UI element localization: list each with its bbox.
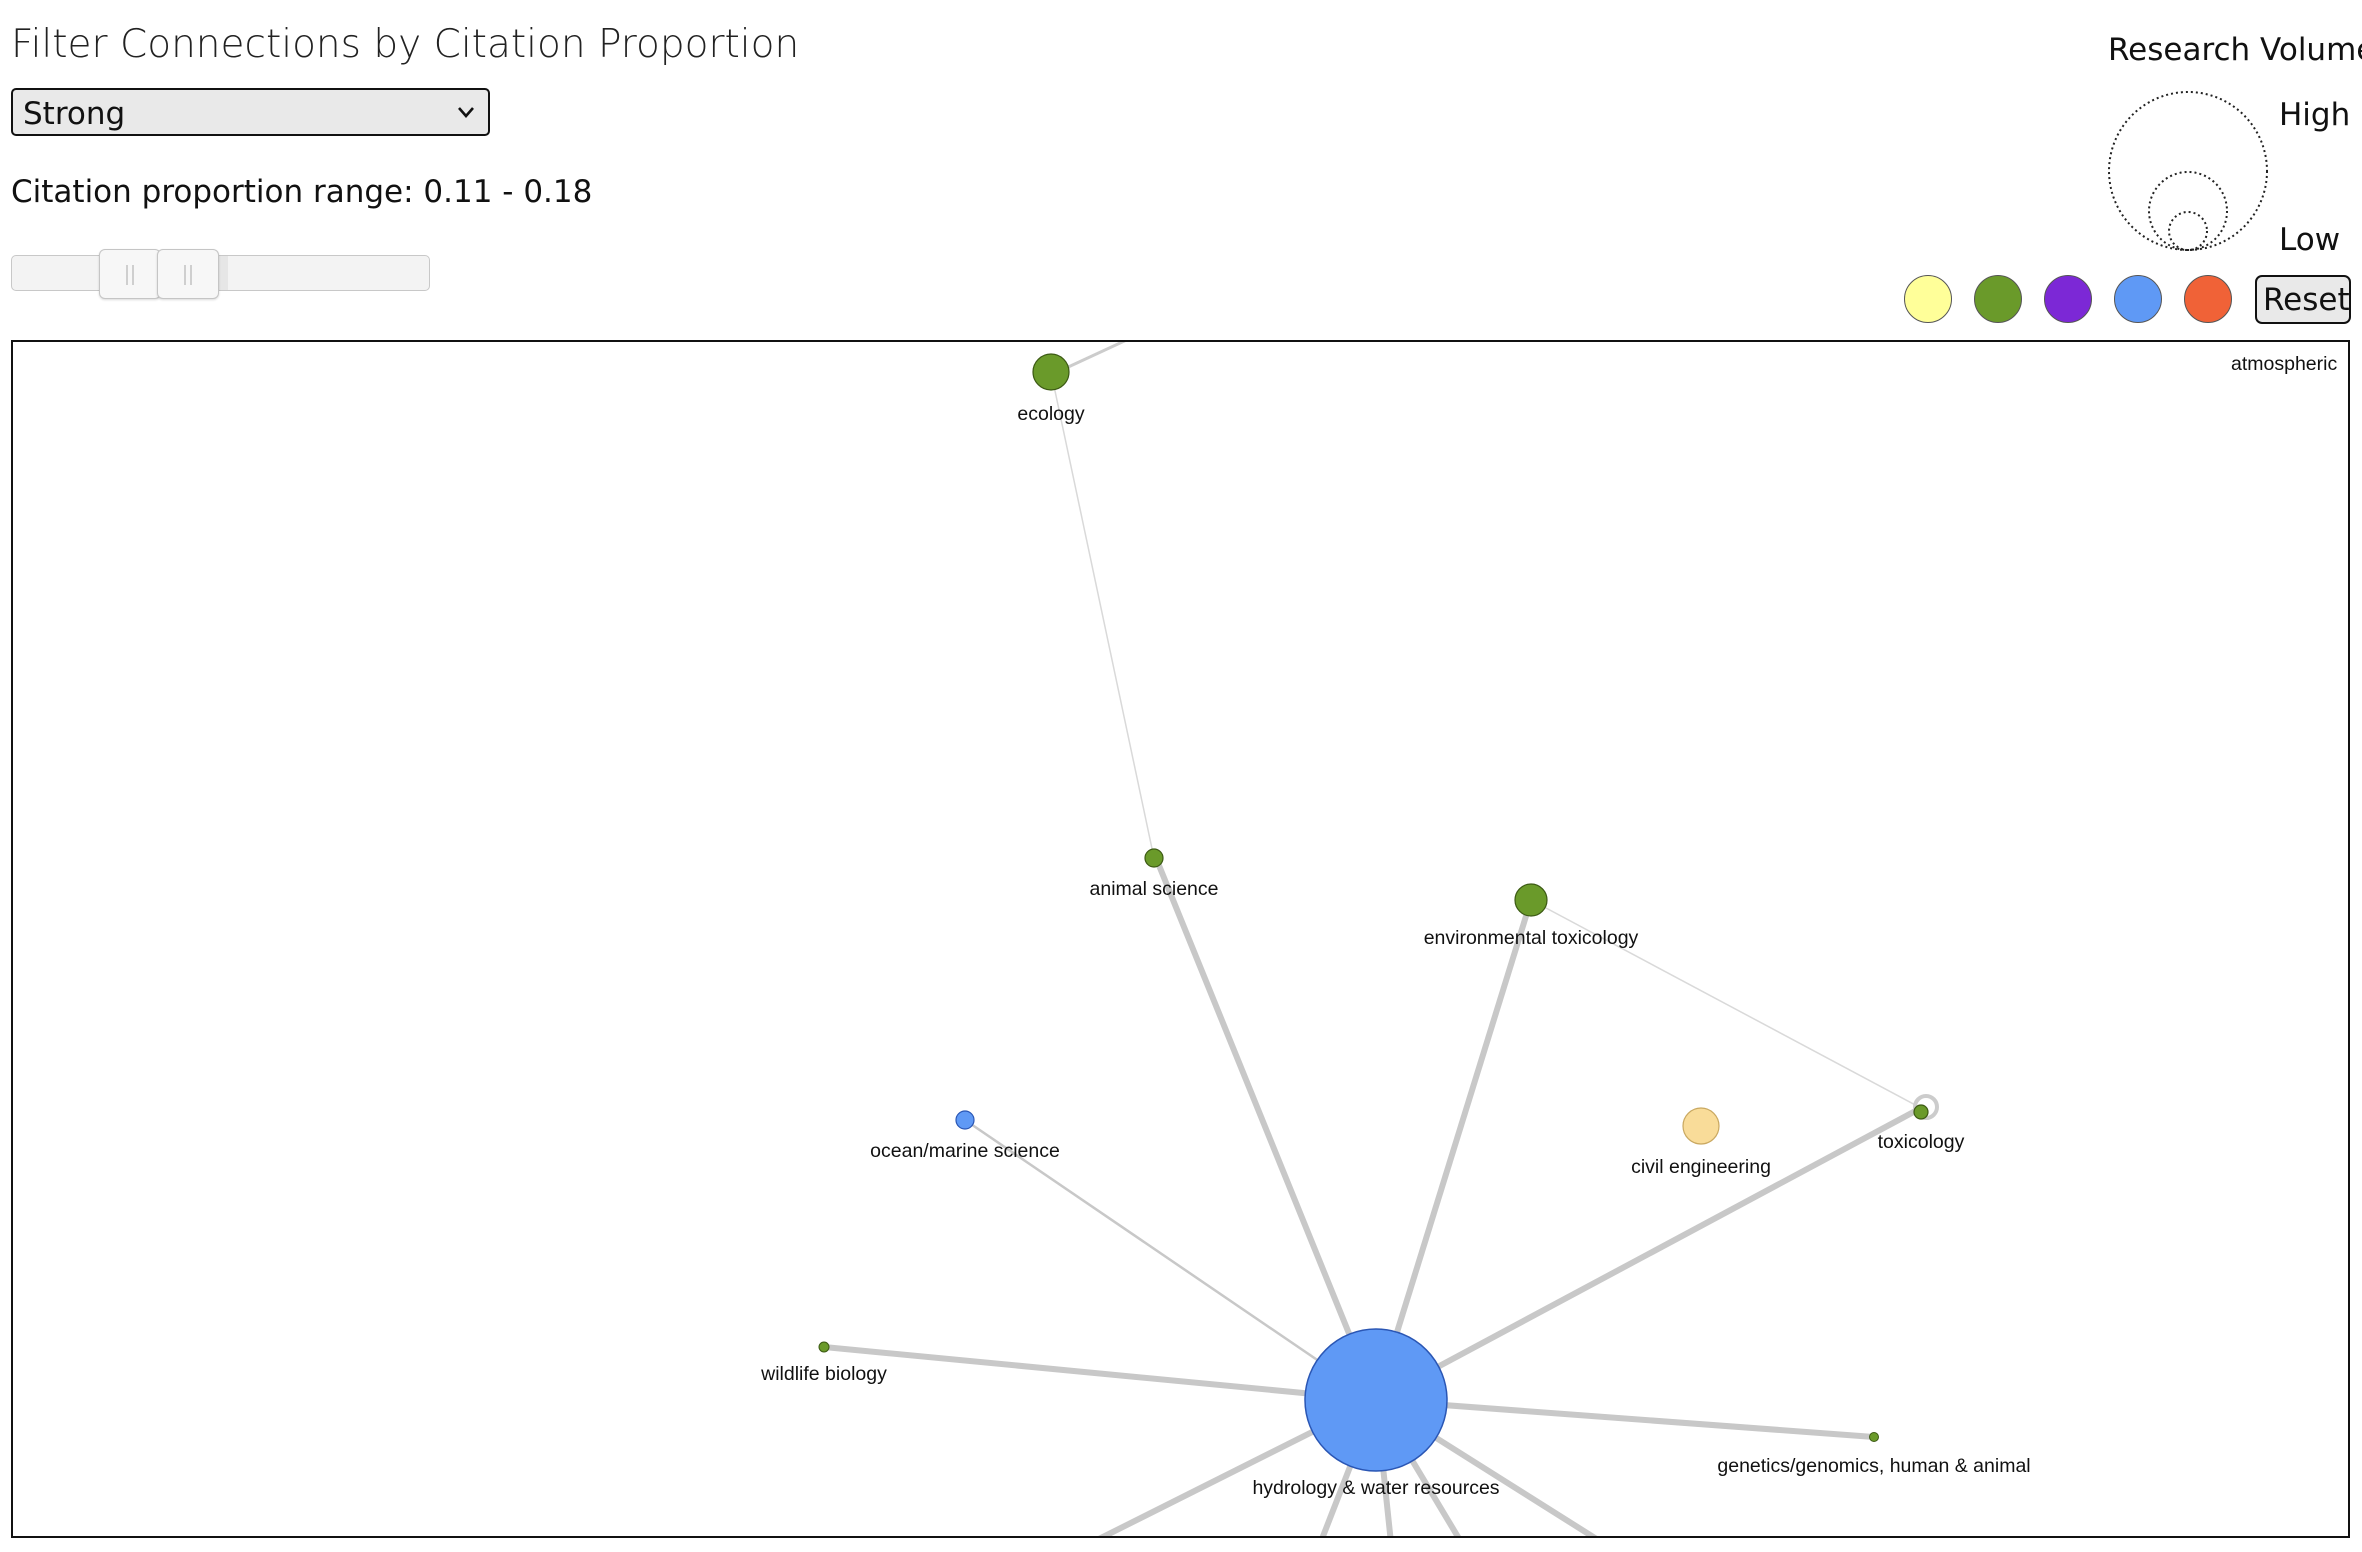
edge-hydrology-animal-science	[1153, 856, 1379, 1402]
legend-title: Research Volume	[2108, 32, 2362, 68]
node-label-hydrology-water-resources: hydrology & water resources	[1252, 1477, 1499, 1499]
legend-high-label: High	[2279, 97, 2351, 133]
node-ocean-marine-science[interactable]	[955, 1110, 975, 1130]
node-label-ecology: ecology	[1017, 403, 1084, 425]
edge-ecology-animal-science	[1050, 371, 1155, 859]
node-label-animal-science: animal science	[1090, 878, 1219, 900]
citation-range-slider[interactable]	[11, 249, 430, 299]
slider-min-handle[interactable]	[99, 249, 161, 299]
network-graph[interactable]: ecology animal science environmental tox…	[11, 340, 2350, 1538]
swatch-orange[interactable]	[2184, 275, 2232, 323]
node-label-wildlife-biology: wildlife biology	[760, 1363, 887, 1385]
node-ecology[interactable]	[1032, 353, 1070, 391]
node-label-atmospheric: atmospheric	[2231, 353, 2337, 375]
legend-low-label: Low	[2279, 222, 2341, 258]
edge-hydrology-genetics	[1375, 1397, 1875, 1440]
node-label-toxicology: toxicology	[1878, 1131, 1965, 1153]
node-civil-engineering[interactable]	[1682, 1107, 1720, 1145]
research-volume-legend	[2108, 91, 2268, 251]
node-toxicology[interactable]	[1913, 1104, 1929, 1120]
citation-range-label: Citation proportion range: 0.11 - 0.18	[11, 174, 593, 210]
node-animal-science[interactable]	[1144, 848, 1164, 868]
select-value: Strong	[23, 96, 126, 132]
slider-max-handle[interactable]	[157, 249, 219, 299]
swatch-yellow[interactable]	[1904, 275, 1952, 323]
edge-hydrology-toxicology	[1374, 1105, 1923, 1403]
connection-strength-select[interactable]: Strong	[11, 88, 490, 136]
edge-hydrology-ocean	[964, 1118, 1377, 1402]
network-graph-canvas: ecology animal science environmental tox…	[760, 342, 2337, 1536]
swatch-blue[interactable]	[2114, 275, 2162, 323]
chevron-down-icon	[458, 107, 474, 118]
node-label-civil-engineering: civil engineering	[1631, 1156, 1771, 1178]
edge-hydrology-envtox	[1373, 899, 1534, 1401]
edge-hydrology-wildlife	[823, 1344, 1377, 1403]
node-genetics-genomics[interactable]	[1869, 1432, 1879, 1442]
node-label-ocean-marine-science: ocean/marine science	[870, 1140, 1060, 1162]
swatch-purple[interactable]	[2044, 275, 2092, 323]
filter-title: Filter Connections by Citation Proportio…	[11, 22, 800, 67]
node-wildlife-biology[interactable]	[818, 1341, 830, 1353]
edges	[823, 342, 1923, 1536]
node-label-genetics-genomics: genetics/genomics, human & animal	[1717, 1455, 2030, 1477]
node-label-environmental-toxicology: environmental toxicology	[1424, 927, 1639, 949]
node-toxicology-ring	[1913, 1094, 1939, 1120]
reset-button[interactable]: Reset	[2255, 275, 2351, 324]
swatch-green[interactable]	[1974, 275, 2022, 323]
edge-envtox-toxicology	[1530, 899, 1922, 1109]
node-hydrology-water-resources[interactable]	[1304, 1328, 1448, 1472]
node-environmental-toxicology[interactable]	[1514, 883, 1548, 917]
